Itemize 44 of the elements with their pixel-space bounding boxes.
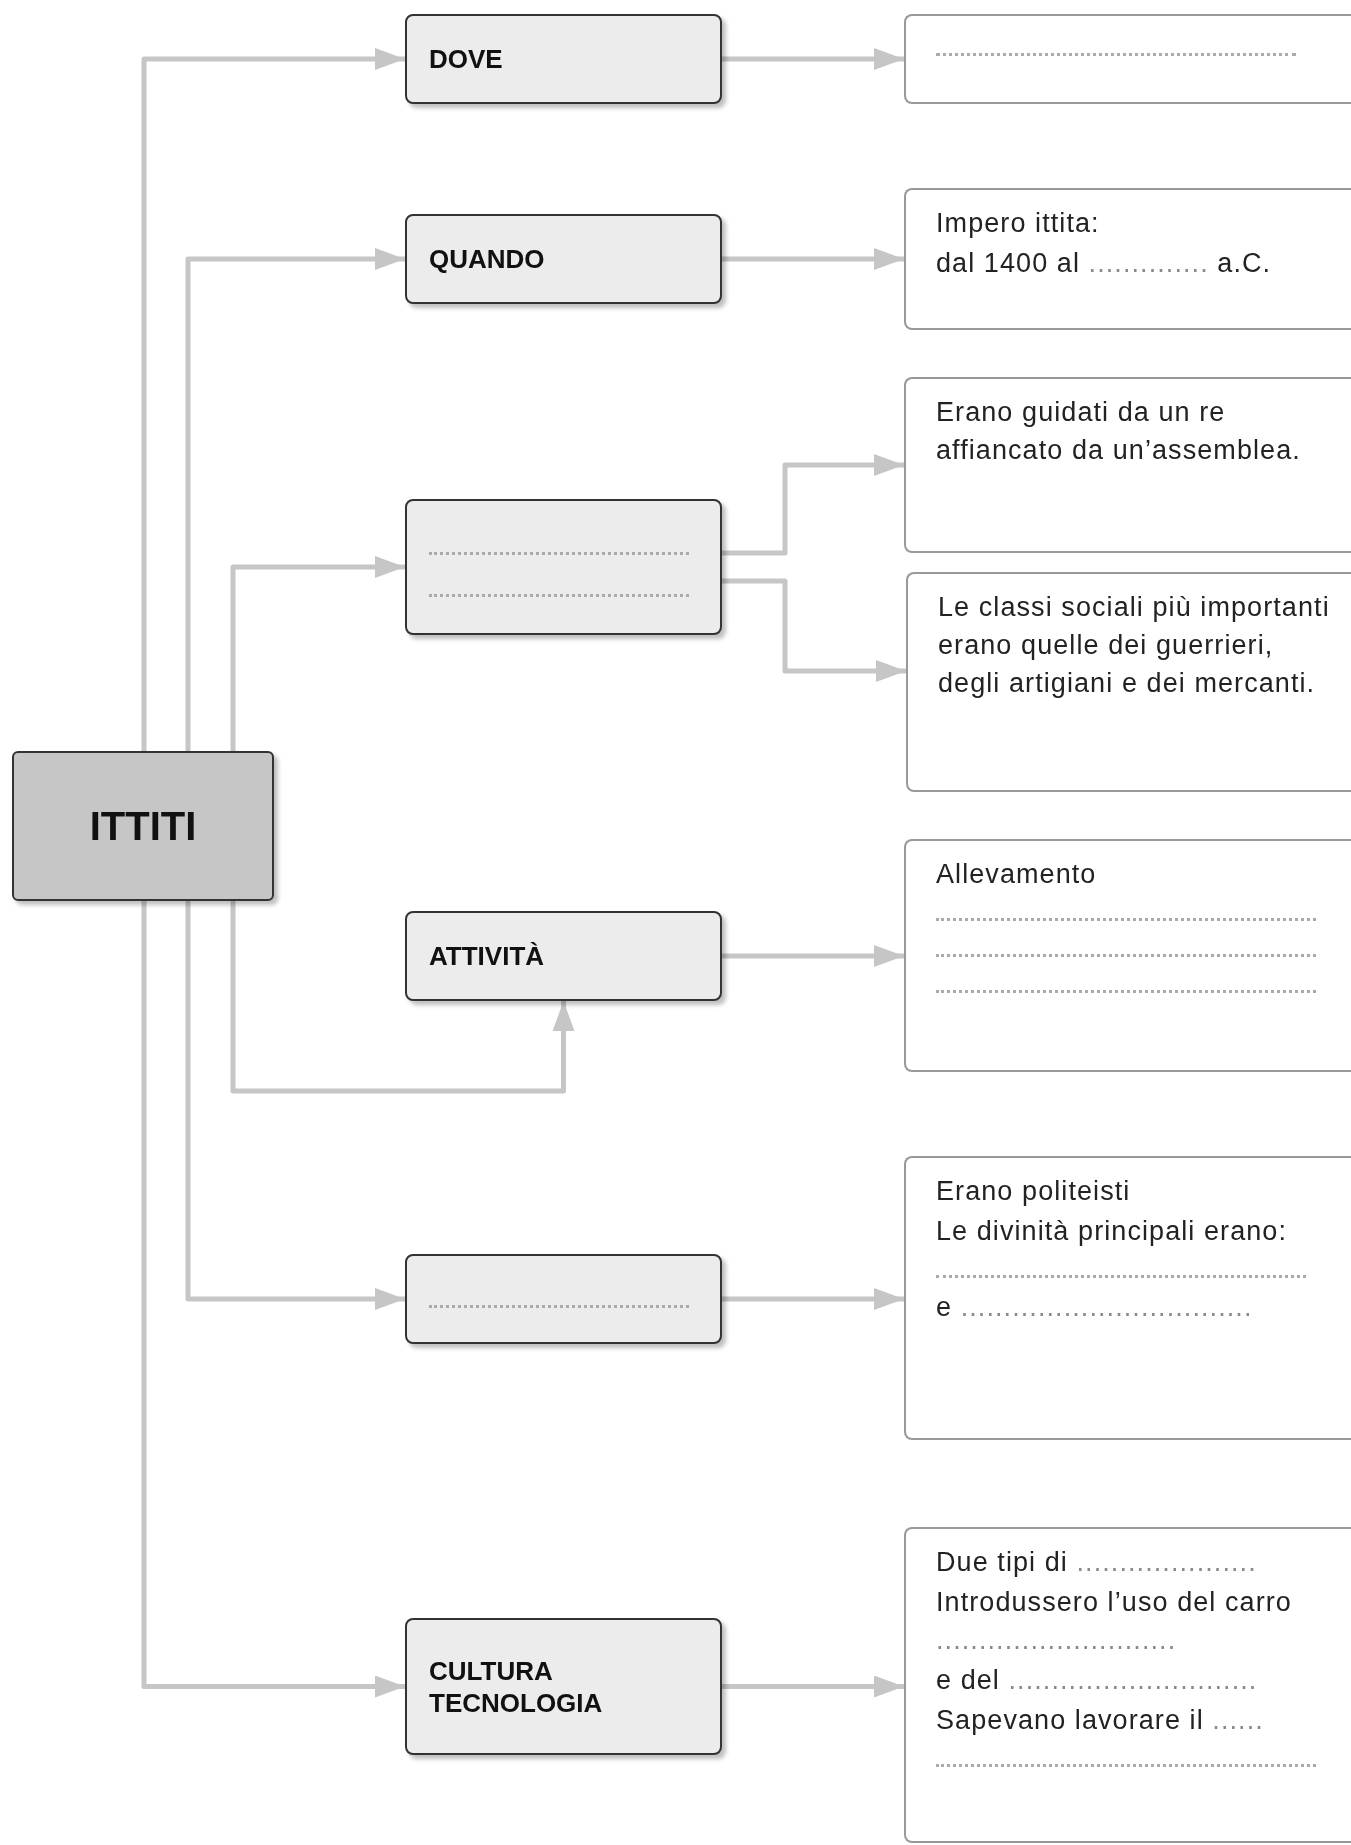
arrow	[722, 1288, 904, 1310]
note-text: Erano politeisti	[936, 1175, 1132, 1208]
note-text: e del .............................	[936, 1664, 1259, 1697]
category-label: DOVE	[429, 43, 504, 75]
arrow	[230, 901, 575, 1094]
topic-title: ITTITI	[89, 803, 197, 850]
note-text: Erano guidati da un re affiancato da un’assemblea.	[936, 396, 1302, 467]
note-text: Sapevano lavorare il ......	[936, 1704, 1265, 1737]
category-label: QUANDO	[429, 243, 546, 275]
category-box	[405, 214, 722, 304]
note-text: Impero ittita:	[936, 207, 1101, 240]
arrow	[185, 901, 405, 1310]
arrow	[141, 48, 405, 751]
note-text: Le classi sociali più importanti erano quelle dei guerrieri, degli artigiani e dei mercanti.	[938, 591, 1331, 700]
answer-box	[904, 1527, 1351, 1843]
arrow	[722, 248, 904, 270]
note-text: Due tipi di .....................	[936, 1546, 1258, 1579]
answer-box	[904, 1156, 1351, 1440]
answer-box	[904, 188, 1351, 330]
category-box	[405, 14, 722, 104]
note-text: Le divinità principali erano:	[936, 1215, 1288, 1248]
category-label: ATTIVITÀ	[429, 940, 546, 972]
arrow	[722, 578, 906, 682]
category-box	[405, 1618, 722, 1755]
note-text: Introdussero l’uso del carro ............................	[936, 1586, 1293, 1657]
arrow	[185, 248, 405, 751]
arrow	[722, 945, 904, 967]
arrow	[722, 1675, 904, 1698]
arrow	[722, 48, 904, 70]
category-box	[405, 499, 722, 635]
answer-box	[904, 14, 1351, 104]
arrow	[141, 901, 405, 1698]
category-box	[405, 1254, 722, 1344]
answer-box	[904, 377, 1351, 553]
category-box	[405, 911, 722, 1001]
arrow	[722, 454, 904, 556]
answer-box	[904, 839, 1351, 1072]
note-text: Allevamento	[936, 858, 1098, 891]
arrow	[230, 556, 405, 751]
note-text: e ..................................	[936, 1291, 1254, 1324]
topic-box	[12, 751, 274, 901]
category-label: CULTURA TECNOLOGIA	[429, 1654, 604, 1719]
answer-box	[906, 572, 1351, 792]
note-text: dal 1400 al .............. a.C.	[936, 247, 1273, 280]
